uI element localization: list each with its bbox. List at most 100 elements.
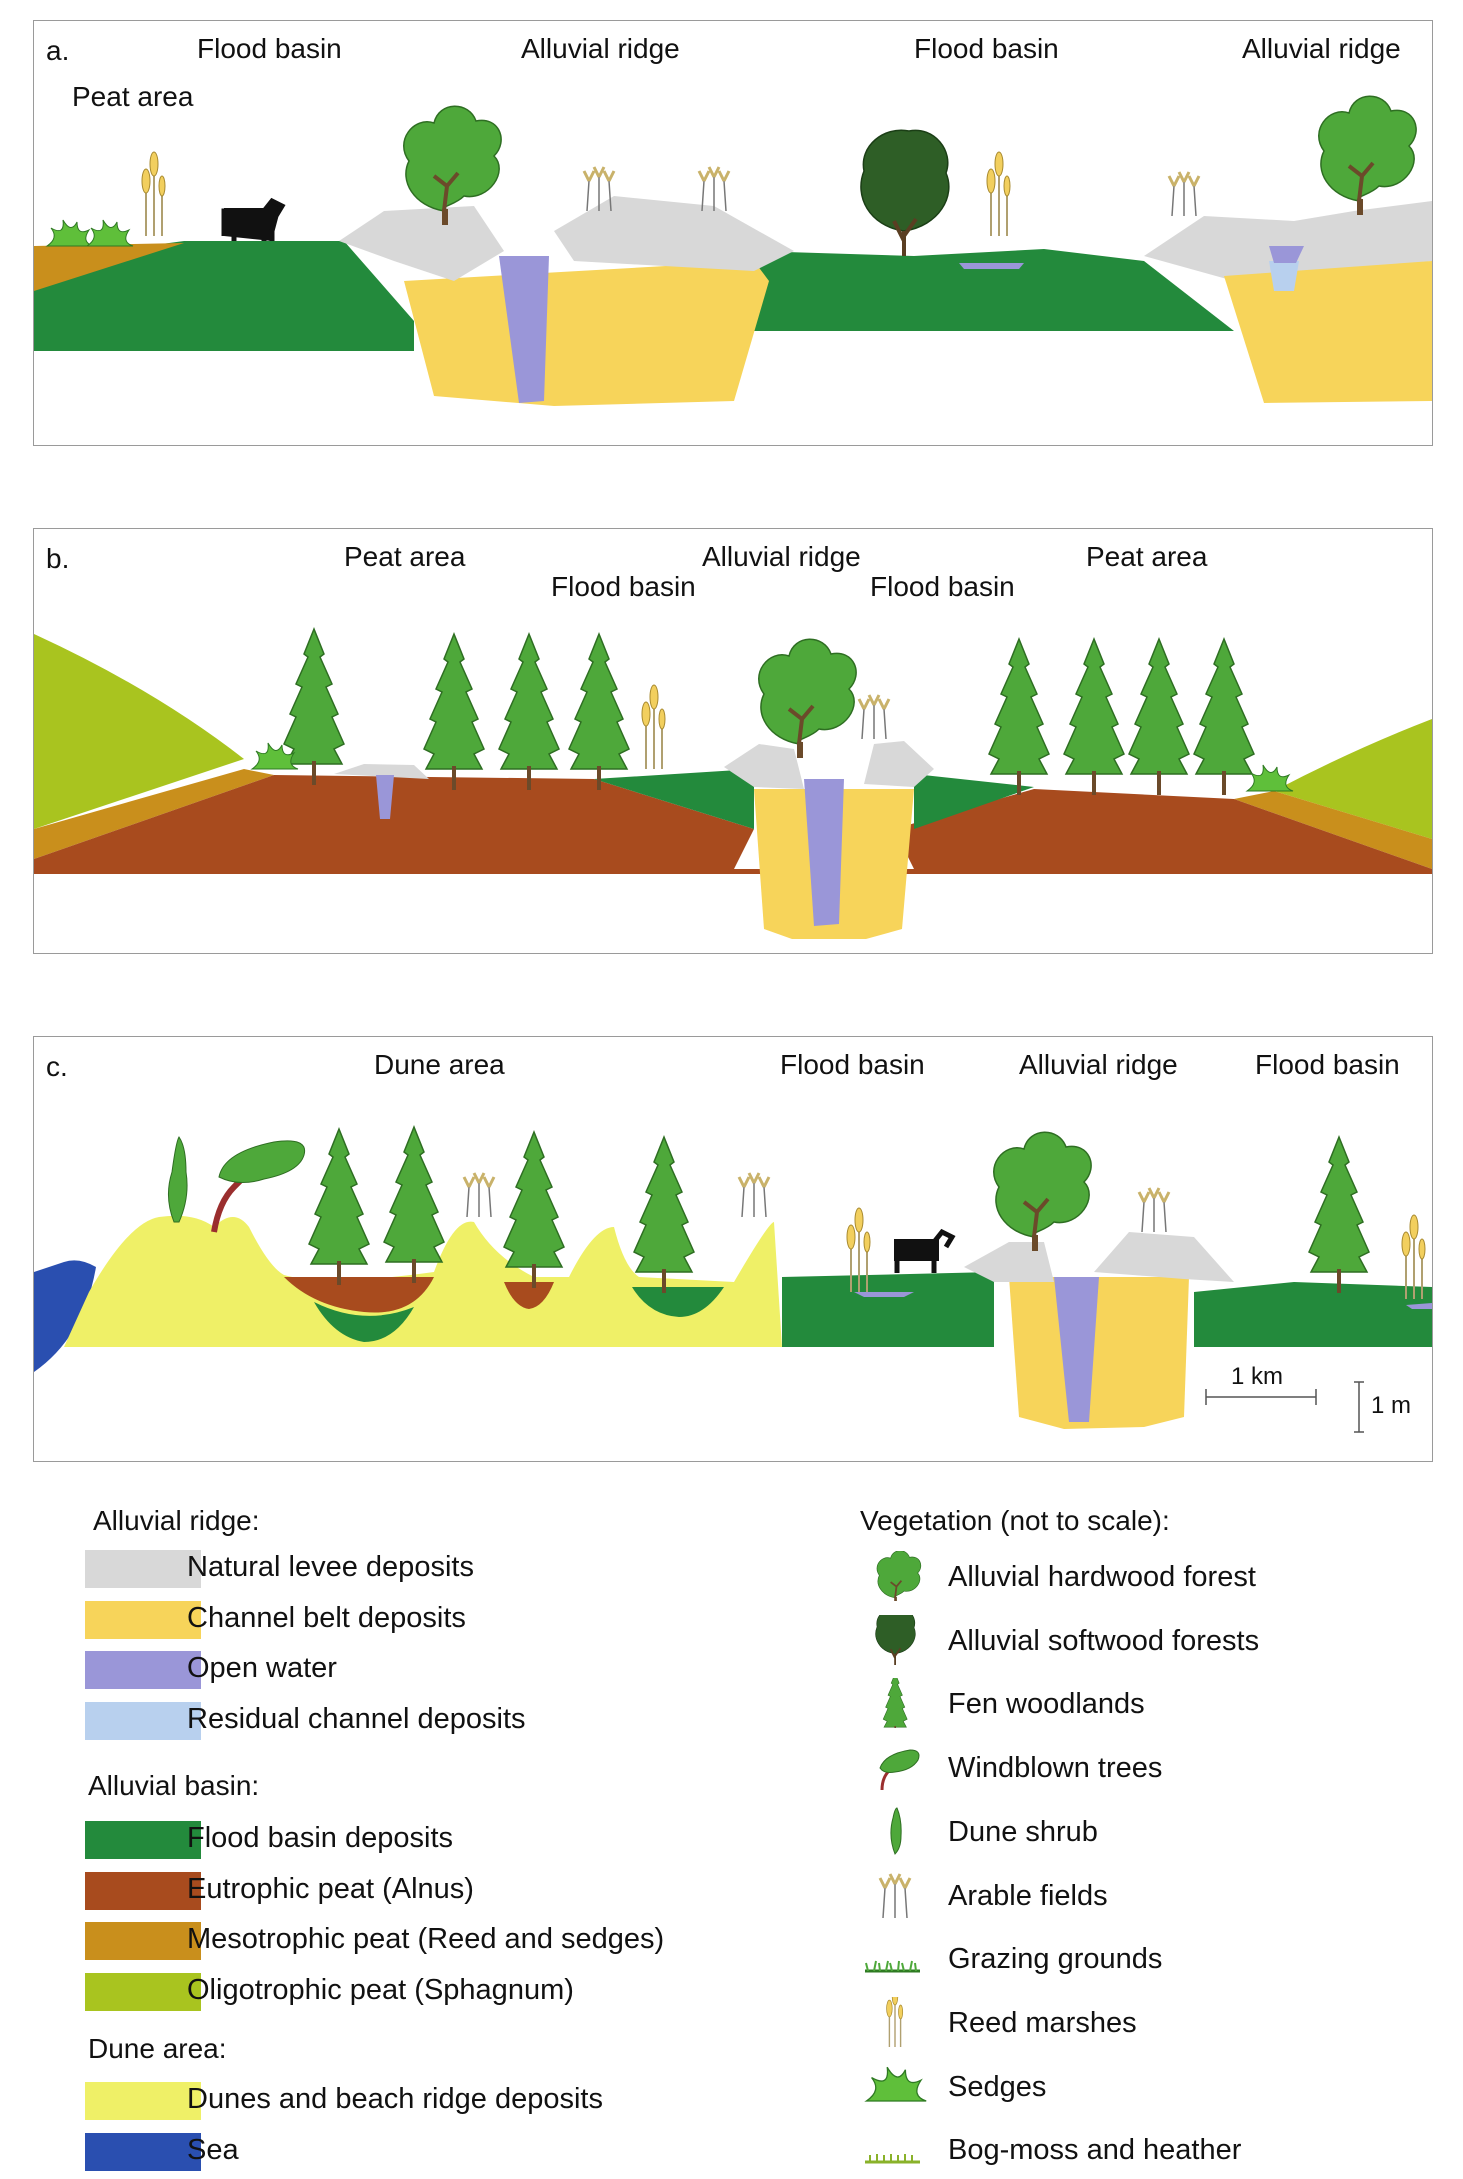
panel-letter: c. xyxy=(46,1051,68,1082)
channel-belt-a-far xyxy=(1224,261,1432,403)
region-label: Alluvial ridge xyxy=(702,541,861,572)
vegetation-label: Alluvial softwood forests xyxy=(948,1624,1260,1657)
legend-swatch xyxy=(85,1600,201,1639)
oligotrophic-peat-b-right xyxy=(1274,719,1432,839)
mesotrophic-peat-b-right xyxy=(1234,791,1432,869)
flood-basin-deposits-b xyxy=(594,769,1034,829)
flood-basin-c-1 xyxy=(314,1302,414,1342)
region-label: Dune area xyxy=(374,1049,505,1080)
channel-belt-c xyxy=(1009,1277,1189,1429)
softwood-tree-icon xyxy=(860,1607,930,1666)
vegetation-label: Grazing grounds xyxy=(948,1943,1163,1976)
vertical-scale-bar xyxy=(1354,1381,1364,1433)
legend-label: Sea xyxy=(187,2133,239,2166)
sea-c xyxy=(34,1260,96,1372)
mesotrophic-peat-a xyxy=(34,243,184,291)
scale-label-vertical: 1 m xyxy=(1371,1392,1412,1419)
cow-icon xyxy=(894,1228,956,1273)
region-label: Alluvial ridge xyxy=(1019,1049,1178,1080)
vegetation-label: Fen woodlands xyxy=(948,1688,1145,1721)
open-water-a xyxy=(499,256,549,403)
region-label: Alluvial ridge xyxy=(1242,33,1401,64)
panel-letter: b. xyxy=(46,543,70,574)
panel-letter: a. xyxy=(46,35,70,66)
region-label: Flood basin xyxy=(870,571,1015,602)
legend-label: Mesotrophic peat (Reed and sedges) xyxy=(187,1923,665,1955)
region-label: Flood basin xyxy=(551,571,696,602)
legend-label: Oligotrophic peat (Sphagnum) xyxy=(187,1973,574,2006)
region-label: Peat area xyxy=(72,81,194,112)
natural-levee-a-right xyxy=(554,196,794,271)
windblown-tree-drawing xyxy=(211,1140,306,1233)
sedges-icon xyxy=(860,2061,930,2111)
cross-section-panel-c: c. Dune area Flood basin Alluvial ridge … xyxy=(33,1036,1433,1462)
dune-shrub-icon xyxy=(860,1806,930,1856)
eutrophic-peat-c-2 xyxy=(504,1282,554,1309)
region-label: Peat area xyxy=(344,541,466,572)
mesotrophic-peat-b-left xyxy=(34,769,274,859)
cross-section-panel-b: b. Peat area Flood basin Alluvial ridge … xyxy=(33,528,1433,954)
vegetation-label: Bog-moss and heather xyxy=(948,2134,1242,2167)
flood-basin-deposits-c xyxy=(782,1272,1432,1347)
windblown-tree-icon xyxy=(860,1742,930,1792)
natural-levee-b-right xyxy=(864,741,934,787)
vegetation-label: Reed marshes xyxy=(948,2006,1137,2039)
natural-levee-c-right xyxy=(1094,1232,1234,1282)
legend-label: Flood basin deposits xyxy=(187,1822,453,1854)
vegetation-label: Alluvial hardwood forest xyxy=(948,1561,1256,1593)
legend-title-alluvial-basin: Alluvial basin: xyxy=(88,1770,260,1801)
legend-swatch xyxy=(85,1972,201,2011)
legend-swatch xyxy=(85,1651,201,1689)
region-label: Flood basin xyxy=(914,33,1059,64)
legend-title-dune-area: Dune area: xyxy=(88,2033,227,2064)
region-label: Alluvial ridge xyxy=(521,33,680,64)
scale-label-horizontal: 1 km xyxy=(1231,1363,1284,1390)
natural-levee-c-left xyxy=(964,1242,1054,1282)
legend-title-alluvial-ridge: Alluvial ridge: xyxy=(93,1505,260,1536)
oligotrophic-peat-b-left xyxy=(34,634,244,829)
eutrophic-peat-c-1 xyxy=(284,1277,434,1313)
open-water-b xyxy=(804,779,844,926)
legend-swatch xyxy=(85,1701,201,1740)
region-label: Peat area xyxy=(1086,541,1208,572)
fen-tree-icon xyxy=(860,1673,930,1737)
region-label: Flood basin xyxy=(197,33,342,64)
legend-label: Residual channel deposits xyxy=(187,1702,526,1735)
hardwood-tree-icon xyxy=(860,1549,930,1605)
cow-icon xyxy=(221,197,286,241)
reed-marshes-icon xyxy=(860,1987,930,2048)
channel-belt-a xyxy=(404,261,769,406)
flood-basin-c-2 xyxy=(632,1287,724,1317)
region-label: Flood basin xyxy=(1255,1049,1400,1080)
legend-swatch xyxy=(85,2082,201,2120)
bog-moss-icon xyxy=(860,2124,930,2174)
region-label: Flood basin xyxy=(780,1049,925,1080)
vegetation-label: Sedges xyxy=(948,2070,1047,2103)
flood-basin-deposits-a xyxy=(34,241,1234,351)
open-water-b-small xyxy=(376,775,394,819)
natural-levee-a-left xyxy=(339,206,504,281)
cross-section-c-drawing xyxy=(34,1126,1432,1433)
legend-label: Dunes and beach ridge deposits xyxy=(187,2083,603,2115)
grazing-grounds-icon xyxy=(860,1933,930,1983)
open-water-c xyxy=(1054,1277,1099,1422)
legend-swatch xyxy=(85,1821,201,1859)
vegetation-label: Arable fields xyxy=(948,1879,1108,1912)
legend-swatch xyxy=(85,1871,201,1910)
flood-basin-pool-a xyxy=(959,263,1024,269)
open-water-a-far xyxy=(1269,246,1304,263)
legend-label: Natural levee deposits xyxy=(187,1551,474,1583)
horizontal-scale-bar xyxy=(1205,1389,1317,1405)
legend-title-vegetation: Vegetation (not to scale): xyxy=(860,1505,1170,1536)
cross-section-a-drawing xyxy=(34,94,1432,406)
legend-label: Eutrophic peat (Alnus) xyxy=(187,1872,474,1905)
arable-fields-icon xyxy=(860,1870,930,1920)
legend-swatch xyxy=(85,2132,201,2171)
legend-swatch xyxy=(85,1550,201,1588)
legend-label: Open water xyxy=(187,1652,337,1684)
vegetation-label: Windblown trees xyxy=(948,1752,1163,1785)
natural-levee-b-left xyxy=(724,744,804,789)
cross-section-b-drawing xyxy=(34,628,1432,939)
dune-shrub-drawing xyxy=(168,1136,188,1223)
natural-levee-a-far xyxy=(1144,201,1432,281)
